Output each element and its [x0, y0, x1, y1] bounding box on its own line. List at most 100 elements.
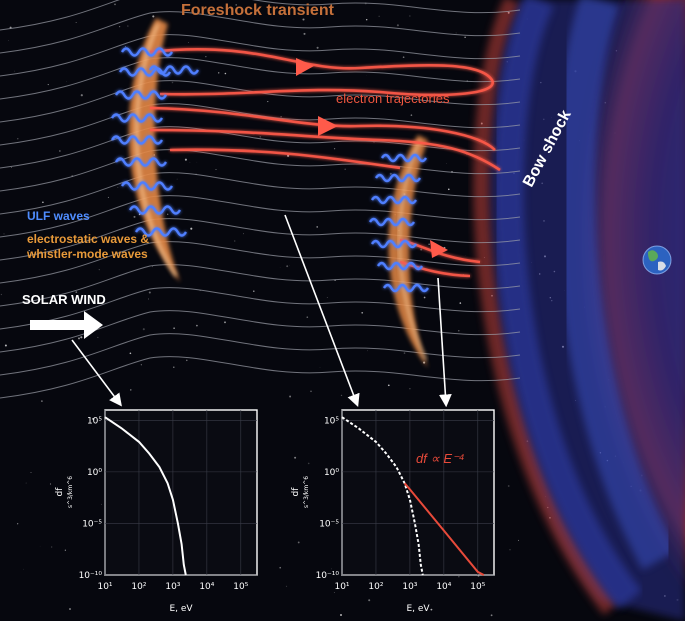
star — [101, 503, 102, 505]
star — [125, 46, 127, 48]
star — [396, 24, 399, 27]
field-line — [0, 264, 521, 307]
star — [389, 172, 392, 175]
y-tick-label: 10⁰ — [87, 468, 102, 478]
chart1-ylabel-units: s^3/km^6 — [67, 476, 74, 508]
star — [333, 592, 335, 593]
star — [75, 22, 77, 23]
star — [114, 3, 116, 6]
star — [69, 608, 71, 610]
chart1-grid — [104, 410, 257, 576]
star — [167, 213, 169, 215]
star — [117, 186, 119, 188]
star — [297, 541, 300, 544]
chart2-series — [341, 416, 485, 576]
star — [3, 233, 5, 235]
star — [234, 240, 236, 242]
star — [446, 163, 447, 164]
x-tick-label: 10⁵ — [233, 582, 248, 592]
star — [306, 316, 309, 319]
x-tick-label: 10⁴ — [199, 582, 214, 592]
chart1-ylabel: df — [55, 487, 65, 497]
star — [184, 158, 187, 161]
star — [17, 523, 19, 525]
star — [509, 549, 511, 551]
y-tick-label: 10⁰ — [324, 468, 339, 478]
electron-trajectories-label: electron trajectories — [336, 91, 450, 106]
star — [464, 36, 466, 39]
star — [410, 114, 413, 116]
ulf-wave — [114, 90, 168, 100]
star — [142, 586, 145, 588]
star — [215, 169, 217, 170]
star — [289, 395, 292, 398]
chart1-xlabel: E, eV — [169, 604, 193, 614]
field-line — [0, 241, 521, 284]
star — [458, 330, 460, 332]
ulf-wave — [368, 217, 416, 227]
x-tick-label: 10³ — [402, 582, 417, 592]
star — [186, 359, 188, 362]
ulf-wave — [380, 153, 428, 163]
foreshock-transient-left — [128, 18, 180, 282]
star — [310, 390, 312, 393]
field-line — [0, 333, 521, 376]
y-tick-label: 10⁻¹⁰ — [316, 571, 340, 581]
ulf-wave — [120, 181, 174, 191]
star — [458, 576, 460, 578]
star — [428, 243, 430, 245]
star — [118, 25, 121, 28]
star — [92, 417, 95, 420]
star — [365, 18, 368, 21]
y-tick-label: 10⁵ — [87, 416, 102, 426]
star — [75, 291, 78, 293]
star — [196, 324, 198, 327]
y-tick-label: 10⁻¹⁰ — [79, 571, 103, 581]
star — [302, 18, 305, 21]
star — [205, 56, 207, 58]
star — [286, 265, 289, 268]
star — [423, 296, 426, 299]
star — [217, 72, 220, 74]
star — [147, 298, 149, 300]
star — [224, 72, 227, 75]
field-line — [0, 34, 521, 77]
series-line-solid-white — [104, 416, 187, 576]
star — [127, 25, 129, 27]
star — [152, 15, 155, 18]
chart1-frame — [104, 409, 258, 576]
x-tick-label: 10² — [368, 582, 383, 592]
star — [32, 212, 35, 215]
star — [459, 302, 462, 304]
star — [77, 337, 81, 340]
star — [47, 84, 49, 86]
star — [403, 352, 406, 354]
series-line-solid-red — [403, 482, 485, 576]
chart2-grid — [341, 410, 494, 576]
star — [189, 161, 191, 163]
star — [448, 188, 450, 191]
star — [152, 266, 153, 268]
star — [402, 56, 405, 59]
star — [130, 389, 132, 391]
x-tick-label: 10¹ — [97, 582, 112, 592]
field-line — [0, 356, 521, 399]
star — [280, 116, 282, 118]
ulf-wave — [376, 261, 424, 271]
y-tick-label: 10⁵ — [324, 416, 339, 426]
star — [107, 196, 109, 198]
field-line — [0, 287, 521, 330]
star — [8, 40, 9, 41]
field-line — [0, 0, 521, 31]
field-line — [0, 195, 521, 238]
star — [331, 568, 332, 570]
star — [373, 142, 375, 143]
bow-shock-region — [470, 0, 685, 621]
star — [253, 290, 255, 292]
star — [243, 233, 244, 235]
star — [344, 168, 346, 171]
star — [28, 249, 30, 252]
